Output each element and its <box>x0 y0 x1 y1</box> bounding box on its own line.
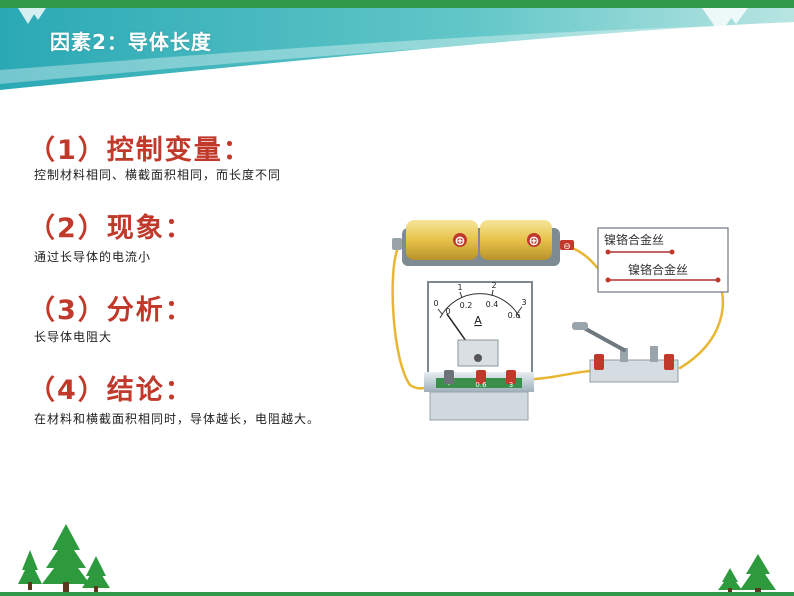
scale-outer-2: 2 <box>491 281 496 290</box>
section-2-heading: （2）现象： <box>28 213 194 244</box>
scale-inner-2: 0.4 <box>486 300 499 309</box>
section-2-text: 通过长导体的电流小 <box>34 250 152 264</box>
ammeter-terminals <box>444 370 516 384</box>
ammeter-unit: A <box>474 314 482 327</box>
ammeter-icon: 0 1 2 3 0 0.2 0.4 0.6 A - 0.6 3 <box>424 281 534 421</box>
scale-outer-0: 0 <box>433 299 438 308</box>
tree-icon <box>42 524 90 592</box>
battery-minus: ⊖ <box>563 242 571 252</box>
section-3-text: 长导体电阻大 <box>34 330 113 344</box>
section-4-text: 在材料和横截面积相同时，导体越长，电阻越大。 <box>34 412 321 426</box>
scale-inner-1: 0.2 <box>460 301 473 310</box>
scale-outer-3: 3 <box>521 298 526 307</box>
scale-inner-0: 0 <box>445 307 450 316</box>
header-banner <box>0 0 794 90</box>
terminal-0-6: 0.6 <box>475 381 487 389</box>
tree-icon <box>740 554 776 592</box>
battery-plus-2: ⊕ <box>529 234 540 249</box>
section-1-text: 控制材料相同、横截面积相同，而长度不同 <box>34 168 282 182</box>
tree-icon <box>718 568 742 592</box>
circuit-diagram: ⊕ ⊕ ⊖ 镍铬合金丝 镍铬合金丝 0 1 2 3 0 0. <box>391 220 729 421</box>
terminal-3: 3 <box>509 381 513 389</box>
tree-icon <box>82 556 110 592</box>
section-1-heading: （1）控制变量： <box>28 135 252 166</box>
resistance-board: 镍铬合金丝 镍铬合金丝 <box>597 227 729 293</box>
short-wire-label: 镍铬合金丝 <box>604 232 664 247</box>
footer-trees <box>0 524 794 596</box>
switch-icon <box>572 322 679 383</box>
battery-icon: ⊕ ⊕ ⊖ <box>392 220 574 266</box>
wire-resistor-to-switch <box>678 278 725 370</box>
long-wire-label: 镍铬合金丝 <box>628 262 688 277</box>
scale-outer-1: 1 <box>457 283 462 292</box>
header-title: 因素2：导体长度 <box>50 30 212 54</box>
tree-icon <box>18 550 42 590</box>
terminal-minus: - <box>448 381 451 389</box>
section-4-heading: （4）结论： <box>28 375 194 406</box>
battery-plus-1: ⊕ <box>455 234 466 249</box>
scale-inner-3: 0.6 <box>508 311 521 320</box>
section-3-heading: （3）分析： <box>28 295 194 326</box>
